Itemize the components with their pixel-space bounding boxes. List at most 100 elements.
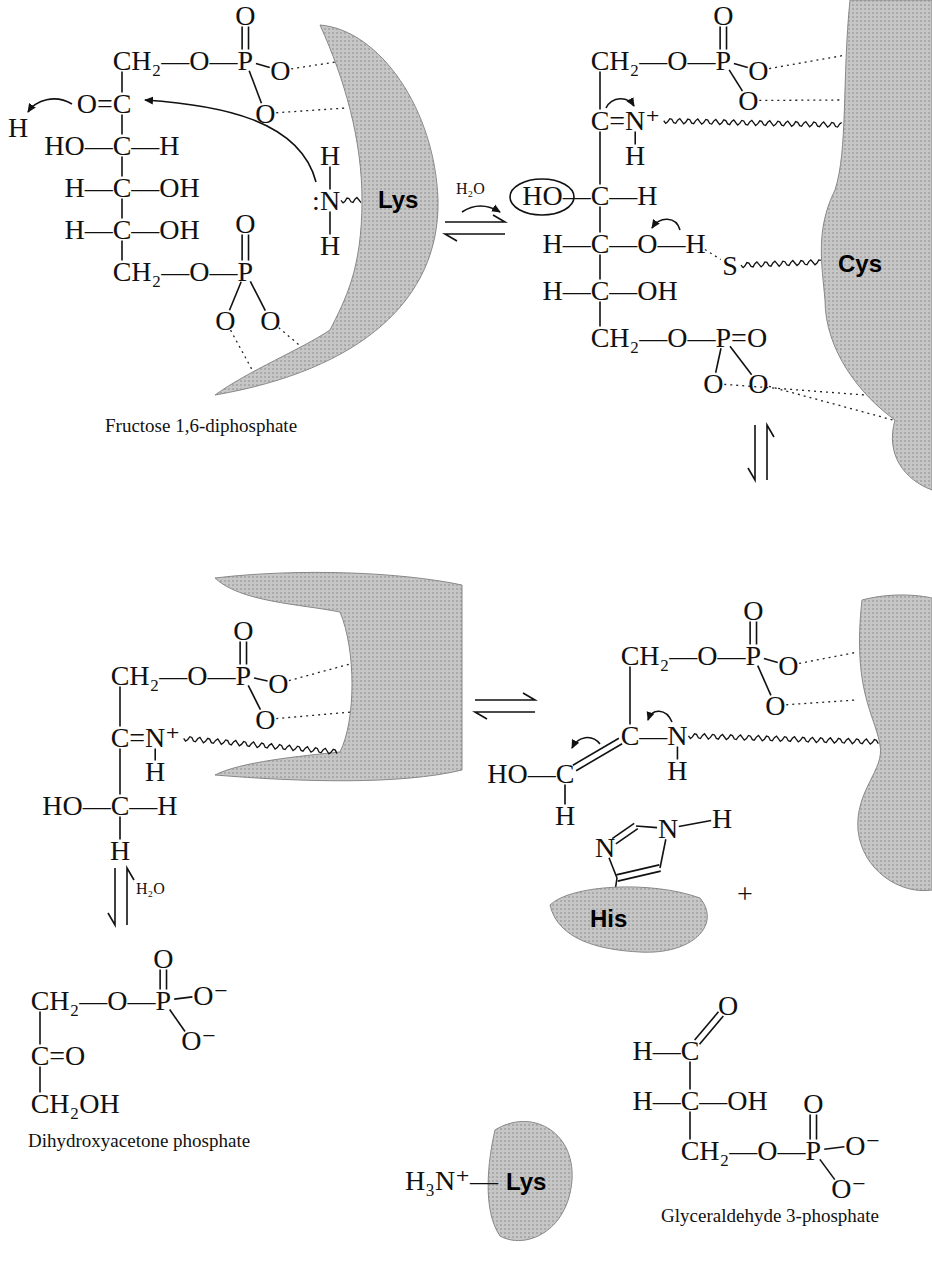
atom-group: CH₂—O—P	[681, 1135, 821, 1167]
atom-group: CH₂—O—P=O	[591, 322, 767, 354]
binding-contact	[276, 712, 352, 719]
atom-group: O	[260, 305, 280, 337]
atom-group: H—C—OH	[542, 275, 677, 307]
atom-group: O⁻	[193, 980, 228, 1012]
side-chain-link	[184, 737, 337, 754]
single-bond	[636, 826, 657, 828]
single-bond	[39, 1012, 41, 1045]
atom-group: CH₂OH	[31, 1088, 120, 1120]
side-chain-link	[688, 734, 878, 744]
atom-group: O⁻	[831, 1173, 866, 1205]
atom-group: O	[743, 595, 763, 627]
side-chain-link	[741, 260, 821, 268]
electron-arrow	[572, 738, 600, 748]
atom-group: CH₂—O—P	[111, 660, 251, 692]
binding-contact	[705, 249, 721, 259]
side-chain-link	[664, 119, 842, 128]
atom-group: H	[320, 230, 340, 262]
atom-group: H	[712, 803, 732, 835]
water-arrow	[462, 206, 500, 212]
double-bond	[618, 871, 661, 881]
atom-group: C=N⁺	[111, 722, 180, 754]
binding-contact	[759, 99, 842, 101]
atom-group: O	[748, 368, 768, 400]
single-bond	[629, 667, 631, 725]
protein-shape	[215, 25, 438, 395]
atom-group: O	[765, 690, 785, 722]
residue-name: Lys	[506, 1168, 546, 1196]
plus-sign: +	[737, 878, 753, 910]
atom-group: O	[703, 368, 723, 400]
atom-group: C=N⁺	[591, 105, 660, 137]
protein-shape	[821, 0, 932, 490]
atom-group: O⁻	[181, 1025, 216, 1057]
atom-group: HO—C—H	[522, 180, 657, 212]
single-bond	[119, 687, 121, 727]
atom-group: H	[145, 756, 165, 788]
single-bond	[119, 749, 121, 795]
residue-name: Cys	[838, 250, 882, 278]
atom-group: H	[110, 835, 130, 867]
atom-group: S	[722, 250, 738, 282]
reagent-label: H₂O	[456, 180, 485, 198]
single-bond	[254, 678, 268, 681]
atom-group: O	[153, 943, 173, 975]
atom-group: CH₂—O—P	[113, 45, 253, 77]
atom-group: O	[255, 98, 275, 130]
protein-shape	[488, 1121, 572, 1240]
atom-group: HO—C—H	[44, 130, 179, 162]
residue-name: Lys	[378, 186, 418, 214]
protein-region: His	[545, 875, 727, 960]
compound-name: Glyceraldehyde 3-phosphate	[660, 1205, 880, 1228]
protein-outline	[810, 0, 932, 495]
atom-group: O=C	[77, 88, 132, 120]
atom-group: H—C	[632, 1035, 699, 1067]
binding-contact	[291, 62, 336, 69]
atom-group: H₃N⁺—	[405, 1165, 498, 1197]
side-chain-link	[341, 198, 361, 203]
atom-group: H—C—O—H	[542, 228, 705, 260]
binding-contact	[799, 652, 858, 663]
atom-group: O	[738, 85, 758, 117]
atom-group: H	[625, 140, 645, 172]
double-bond	[616, 829, 638, 844]
atom-group: O⁻	[845, 1130, 880, 1162]
binding-contact	[289, 664, 350, 681]
equilibrium-arrow	[475, 693, 535, 719]
equilibrium-arrow	[748, 425, 774, 480]
equilibrium-arrow	[108, 868, 134, 925]
protein-shape	[550, 887, 707, 952]
atom-group: O	[713, 0, 733, 32]
atom-group: O	[215, 305, 235, 337]
binding-contact	[769, 55, 846, 69]
atom-group: O	[255, 704, 275, 736]
single-bond	[734, 64, 748, 68]
atom-group: H—C—OH	[64, 214, 199, 246]
single-bond	[599, 132, 601, 185]
single-bond	[256, 64, 270, 68]
atom-group: O	[235, 0, 255, 32]
atom-group: O	[748, 55, 768, 87]
atom-group: HO—C	[487, 758, 574, 790]
atom-group: O	[270, 55, 290, 87]
compound-name: Dihydroxyacetone phosphate	[28, 1130, 250, 1152]
atom-group: H—C—OH	[64, 172, 199, 204]
atom-group: :N	[312, 185, 340, 217]
reagent-label: H₂O	[136, 880, 165, 898]
atom-group: H—C—OH	[632, 1085, 767, 1117]
single-bond	[679, 821, 711, 827]
atom-group: CH₂—O—P	[113, 256, 253, 288]
atom-group: N	[595, 832, 615, 864]
single-bond	[764, 659, 778, 663]
residue-name: His	[590, 905, 627, 933]
protein-region: Cys	[810, 0, 932, 495]
compound-name: Fructose 1,6-diphosphate	[105, 415, 297, 437]
single-bond	[824, 1147, 844, 1149]
atom-group: O	[233, 615, 253, 647]
atom-group: O	[803, 1088, 823, 1120]
atom-group: N	[658, 813, 678, 845]
electron-arrow	[28, 99, 72, 112]
atom-group: C—N	[621, 720, 688, 752]
atom-group: HO—C—H	[42, 790, 177, 822]
